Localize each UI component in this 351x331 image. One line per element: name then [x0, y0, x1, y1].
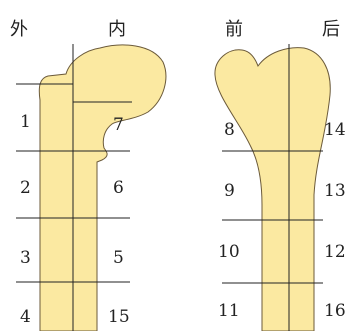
lateral-zone-label: 8 — [224, 120, 235, 140]
posterior-side-label: 后 — [322, 19, 340, 40]
ap-zone-grid — [16, 44, 132, 331]
ap-zone-label: 7 — [113, 115, 124, 135]
ap-zone-label: 6 — [113, 178, 124, 198]
lateral-zone-label: 11 — [218, 301, 240, 321]
lateral-zone-label: 14 — [324, 120, 346, 140]
ap-zone-label: 5 — [113, 248, 124, 268]
lateral-femur-view — [214, 47, 331, 331]
lateral-zone-grid — [222, 44, 323, 331]
ap-zone-label: 1 — [20, 112, 31, 132]
ap-zone-label: 3 — [20, 248, 31, 268]
lateral-zone-label: 13 — [324, 181, 346, 201]
lateral-zone-label: 12 — [324, 242, 346, 262]
lateral-zone-label: 9 — [224, 181, 235, 201]
lateral-femur-outline — [214, 47, 331, 331]
ap-zone-label: 4 — [20, 307, 31, 327]
medial-side-label: 内 — [108, 19, 126, 40]
lateral-zone-label: 10 — [218, 242, 240, 262]
lateral-zone-label: 16 — [324, 301, 346, 321]
ap-femur-outline — [38, 44, 167, 331]
anterior-side-label: 前 — [225, 19, 243, 40]
ap-zone-label: 2 — [20, 178, 31, 198]
ap-zone-label: 15 — [108, 307, 130, 327]
ap-femur-view — [38, 44, 167, 331]
lateral-side-label: 外 — [10, 19, 28, 40]
